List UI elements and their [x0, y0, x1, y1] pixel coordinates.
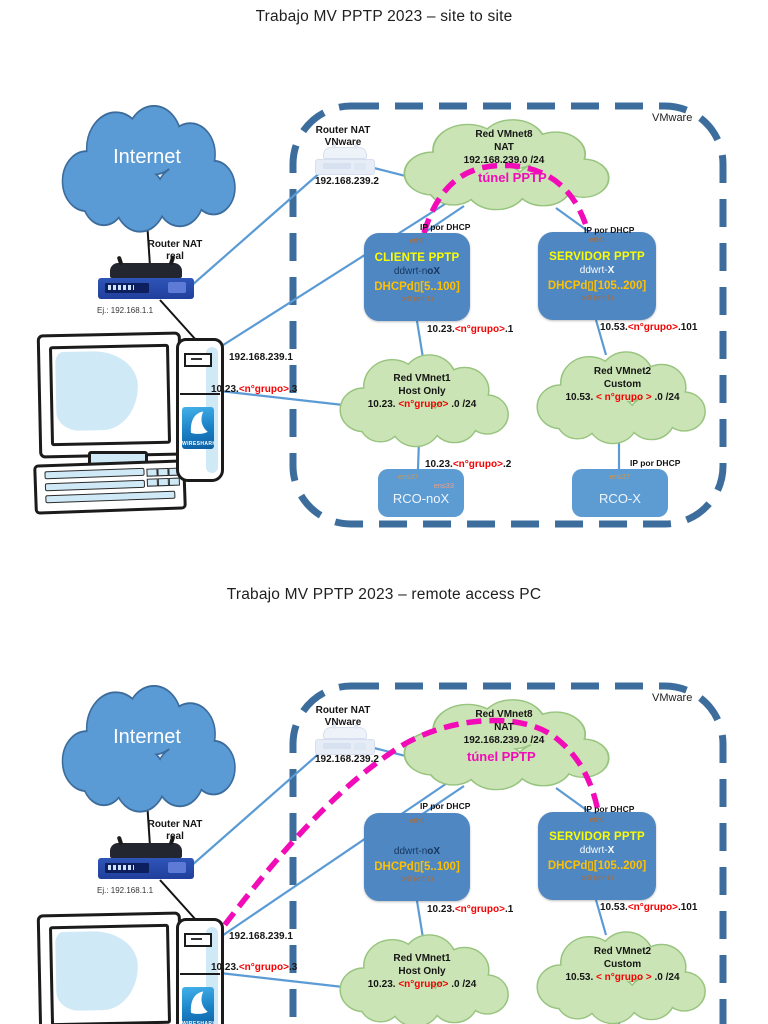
pptp-tunnel-2: [208, 717, 601, 945]
pc-tower-2: WIRESHARK: [176, 918, 224, 1024]
router-nat-real: [98, 263, 194, 307]
rco-x-dhcp-label: IP por DHCP: [630, 458, 681, 468]
host-vmnet1-ip-2: 10.23.<n°grupo>.3: [211, 962, 298, 973]
router-real-ip-example: Ej.: 192.168.1.1: [97, 306, 154, 315]
rco-nox-node: ens37 ens33 RCO-noX: [378, 469, 464, 517]
wireshark-logo-2: WIRESHARK: [182, 987, 214, 1024]
router-chassis-body: [98, 278, 194, 299]
wireshark-fin-icon-2: [190, 991, 208, 1014]
pc-tower: WIRESHARK: [176, 338, 224, 482]
vmware-host-boundary-2: [289, 682, 727, 1024]
rco-nox-ens37-label: ens37: [398, 472, 419, 481]
rco-x-name: RCO-X: [599, 491, 641, 506]
vmnet2-cloud-text: Red VMnet2 Custom 10.53. < n°grupo > .0 …: [565, 366, 680, 403]
internet-label-2: Internet: [113, 726, 181, 748]
servidor-eth0-label: eth0: [589, 235, 605, 244]
router-real-ip-example-2: Ej.: 192.168.1.1: [97, 886, 154, 895]
rco-nox-name: RCO-noX: [392, 491, 450, 506]
router-nat-real-2: [98, 843, 194, 887]
servidor-hostname: ddwrt-X: [579, 265, 615, 276]
pc-monitor-2: [36, 911, 184, 1024]
cliente-node-2: eth0 ddwrt-noX DHCPd▯[5..100] br0 (eth1): [364, 813, 470, 901]
servidor-lan-ip-2: 10.53.<n°grupo>.101: [600, 902, 698, 913]
servidor-hostname-2: ddwrt-X: [579, 845, 615, 856]
vmnet8-cloud-text-2: Red VMnet8 NAT 192.168.239.0 /24: [463, 709, 545, 746]
router-nat-vmware-label: Router NAT VNware: [315, 125, 371, 148]
ip-por-dhcp-right-2: IP por DHCP: [584, 804, 635, 814]
vmware-host-boundary-1: [289, 102, 727, 528]
ip-por-dhcp-right: IP por DHCP: [584, 225, 635, 235]
servidor-eth0-label-2: eth0: [589, 815, 605, 824]
servidor-br0-label: br0 (eth1): [580, 293, 614, 302]
router-chassis-top: [110, 263, 182, 278]
pc-monitor: [36, 331, 184, 459]
router-nat-vmware-label-2: Router NAT VNware: [315, 705, 371, 728]
cliente-eth0-label-2: eth0: [409, 816, 425, 825]
tunnel-pptp-label-2: túnel PPTP: [467, 749, 536, 764]
servidor-title-2: SERVIDOR PPTP: [549, 831, 645, 843]
pc-keyboard: [33, 459, 187, 515]
router-vmware-ip: 192.168.239.2: [315, 176, 379, 187]
rco-x-node: ens37 RCO-X: [572, 469, 668, 517]
vmnet1-cloud-text: Red VMnet1 Host Only 10.23. <n°grupo> .0…: [367, 373, 477, 410]
host-vmnet1-ip: 10.23.<n°grupo>.3: [211, 384, 298, 395]
servidor-lan-ip: 10.53.<n°grupo>.101: [600, 322, 698, 333]
cliente-eth0-label: eth0: [409, 236, 425, 245]
cliente-pptp-node: eth0 CLIENTE PPTP ddwrt-noX DHCPd▯[5..10…: [364, 233, 470, 321]
pptp-tunnel-1: [421, 162, 591, 234]
page-title-remote-access: Trabajo MV PPTP 2023 – remote access PC: [226, 586, 542, 603]
cliente-hostname: ddwrt-noX: [393, 266, 441, 277]
router-nat-vmware-2: [315, 727, 375, 755]
servidor-dhcpd-range-2: DHCPd▯[105..200]: [547, 860, 647, 872]
rco-nox-ens33-label: ens33: [433, 481, 454, 490]
cliente-hostname-2: ddwrt-noX: [393, 846, 441, 857]
vmware-label-2: VMware: [652, 692, 693, 704]
cliente-lan-ip: 10.23.<n°grupo>.1: [427, 324, 514, 335]
servidor-br0-label-2: br0 (eth1): [580, 873, 614, 882]
rco-nox-ip: 10.23.<n°grupo>.2: [425, 459, 512, 470]
vmnet8-cloud-text: Red VMnet8 NAT 192.168.239.0 /24: [463, 129, 545, 166]
wireshark-fin-icon: [190, 411, 208, 434]
ip-por-dhcp-left-2: IP por DHCP: [420, 801, 471, 811]
ip-por-dhcp-left: IP por DHCP: [420, 222, 471, 232]
vmnet1-cloud-text-2: Red VMnet1 Host Only 10.23. <n°grupo> .0…: [367, 953, 477, 990]
wireshark-logo-text-2: WIRESHARK: [182, 1021, 214, 1024]
servidor-dhcpd-range: DHCPd▯[105..200]: [547, 280, 647, 292]
servidor-pptp-node-2: eth0 SERVIDOR PPTP ddwrt-X DHCPd▯[105..2…: [538, 812, 656, 900]
cliente-title: CLIENTE PPTP: [374, 252, 460, 264]
vmware-label: VMware: [652, 112, 693, 124]
router-nat-real-label: Router NAT real: [147, 239, 203, 262]
router-nat-vmware: [315, 147, 375, 175]
host-vmnet8-ip: 192.168.239.1: [229, 352, 293, 363]
page-title-site-to-site: Trabajo MV PPTP 2023 – site to site: [255, 8, 513, 25]
cliente-br0-label-2: br0 (eth1): [400, 874, 434, 883]
servidor-title: SERVIDOR PPTP: [549, 251, 645, 263]
internet-label: Internet: [113, 146, 181, 168]
router-vmware-ip-2: 192.168.239.2: [315, 754, 379, 765]
rco-x-ens37-label: ens37: [609, 472, 631, 481]
vmnet2-cloud-text-2: Red VMnet2 Custom 10.53. < n°grupo > .0 …: [565, 946, 680, 983]
pc-screen: [48, 343, 172, 447]
cliente-dhcpd-range: DHCPd▯[5..100]: [374, 281, 460, 293]
cliente-lan-ip-2: 10.23.<n°grupo>.1: [427, 904, 514, 915]
wireshark-logo: WIRESHARK: [182, 407, 214, 449]
tunnel-pptp-label: túnel PPTP: [478, 170, 547, 185]
cliente-br0-label: br0 (eth1): [400, 294, 434, 303]
cliente-dhcpd-range-2: DHCPd▯[5..100]: [374, 861, 460, 873]
router-nat-real-label-2: Router NAT real: [147, 819, 203, 842]
servidor-pptp-node: eth0 SERVIDOR PPTP ddwrt-X DHCPd▯[105..2…: [538, 232, 656, 320]
host-vmnet8-ip-2: 192.168.239.1: [229, 931, 293, 942]
wireshark-logo-text: WIRESHARK: [182, 441, 214, 447]
